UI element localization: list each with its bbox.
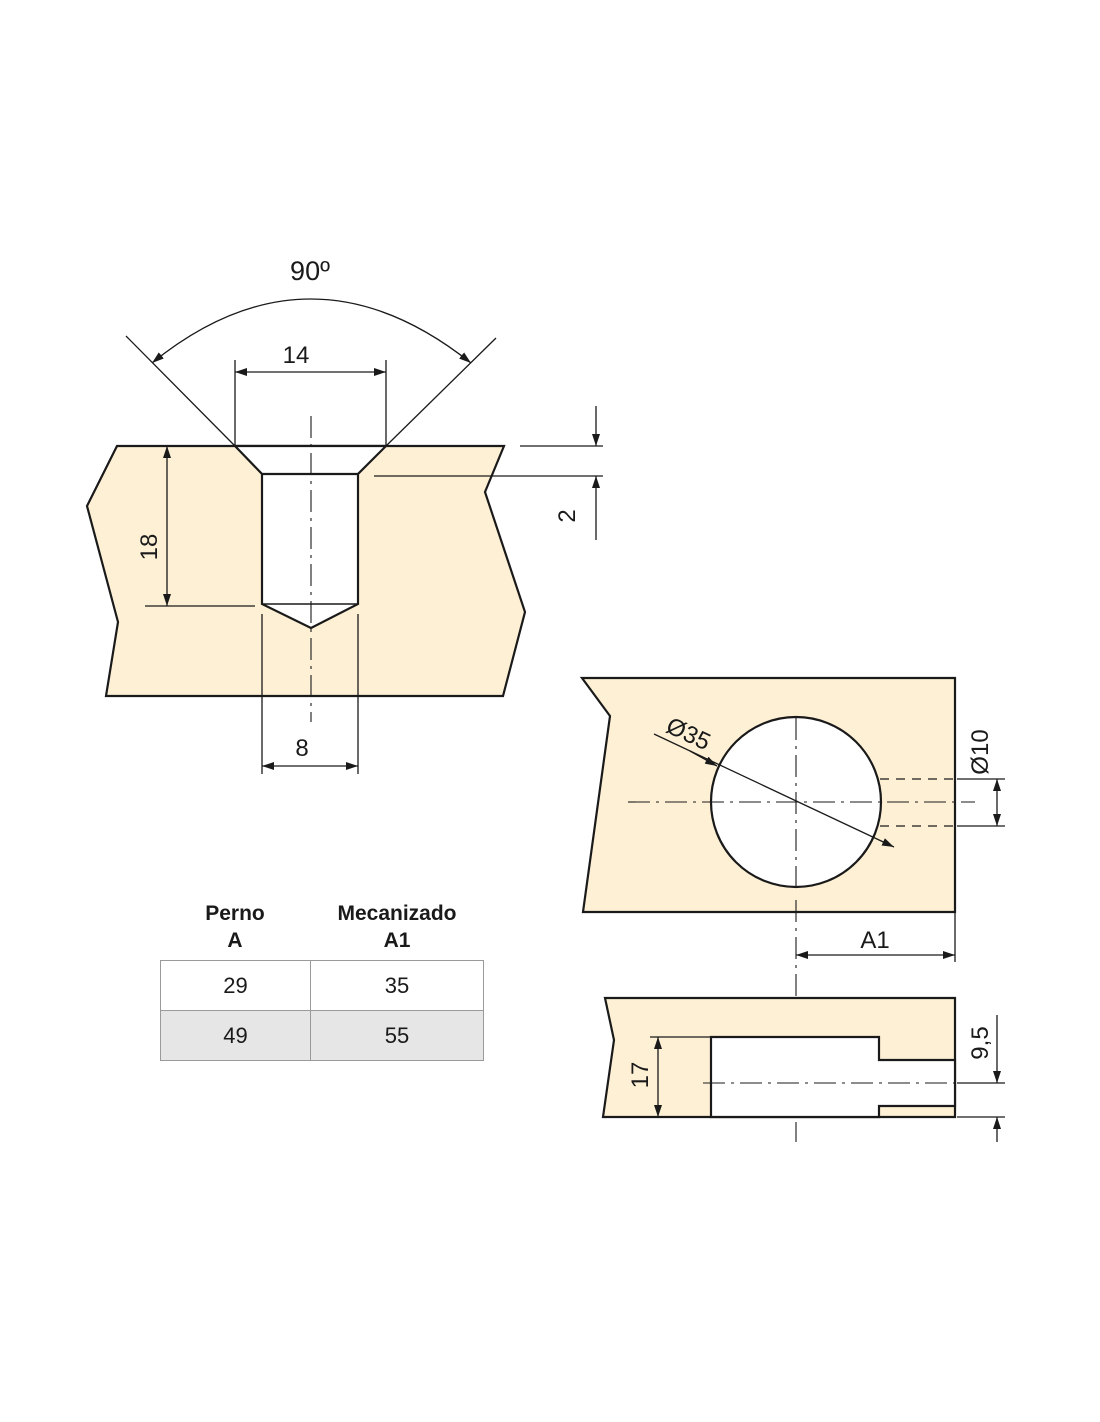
cam-side-section-view: 17 9,5: [601, 996, 1005, 1142]
countersink-diameter-label: 14: [283, 342, 310, 369]
angle-extension-right: [385, 337, 497, 447]
angle-extension-left: [125, 335, 236, 447]
table-cell-mecanizado: 35: [384, 972, 410, 998]
angle-dimension-arc: [151, 298, 472, 364]
table-row: 29 35: [160, 960, 484, 1011]
table-row: 49 55: [160, 1011, 484, 1061]
table-cell-perno: 49: [161, 1011, 312, 1060]
table-header: Perno A Mecanizado A1: [160, 900, 484, 954]
header-perno-line1: Perno: [205, 902, 265, 925]
cam-pocket: [709, 1035, 957, 1119]
pin-diameter-label: Ø10: [967, 729, 994, 774]
header-mecanizado-line2: A1: [383, 929, 411, 952]
countersink-depth-label: 2: [554, 509, 581, 522]
hole-diameter-label: 8: [295, 735, 308, 762]
cam-bore-plan-view: Ø35 Ø10 A1: [579, 676, 1005, 962]
depth-label: 17: [627, 1062, 654, 1089]
header-perno: Perno A: [160, 900, 310, 954]
header-mecanizado: Mecanizado A1: [310, 900, 484, 954]
spec-table: Perno A Mecanizado A1 29 35 49 55: [160, 900, 484, 1061]
hole-depth-label: 18: [136, 534, 163, 561]
table-cell-mecanizado: 55: [384, 1022, 410, 1048]
header-mecanizado-line1: Mecanizado: [337, 902, 457, 925]
dim-35-leader-arrow: [689, 750, 718, 767]
angle-label: 90º: [290, 256, 330, 286]
offset-label: A1: [860, 927, 889, 954]
table-cell-perno: 29: [161, 961, 312, 1010]
countersink-section-view: 90º 14 2 18 8: [85, 256, 603, 774]
header-perno-line2: A: [227, 929, 243, 952]
center-height-label: 9,5: [967, 1026, 994, 1059]
